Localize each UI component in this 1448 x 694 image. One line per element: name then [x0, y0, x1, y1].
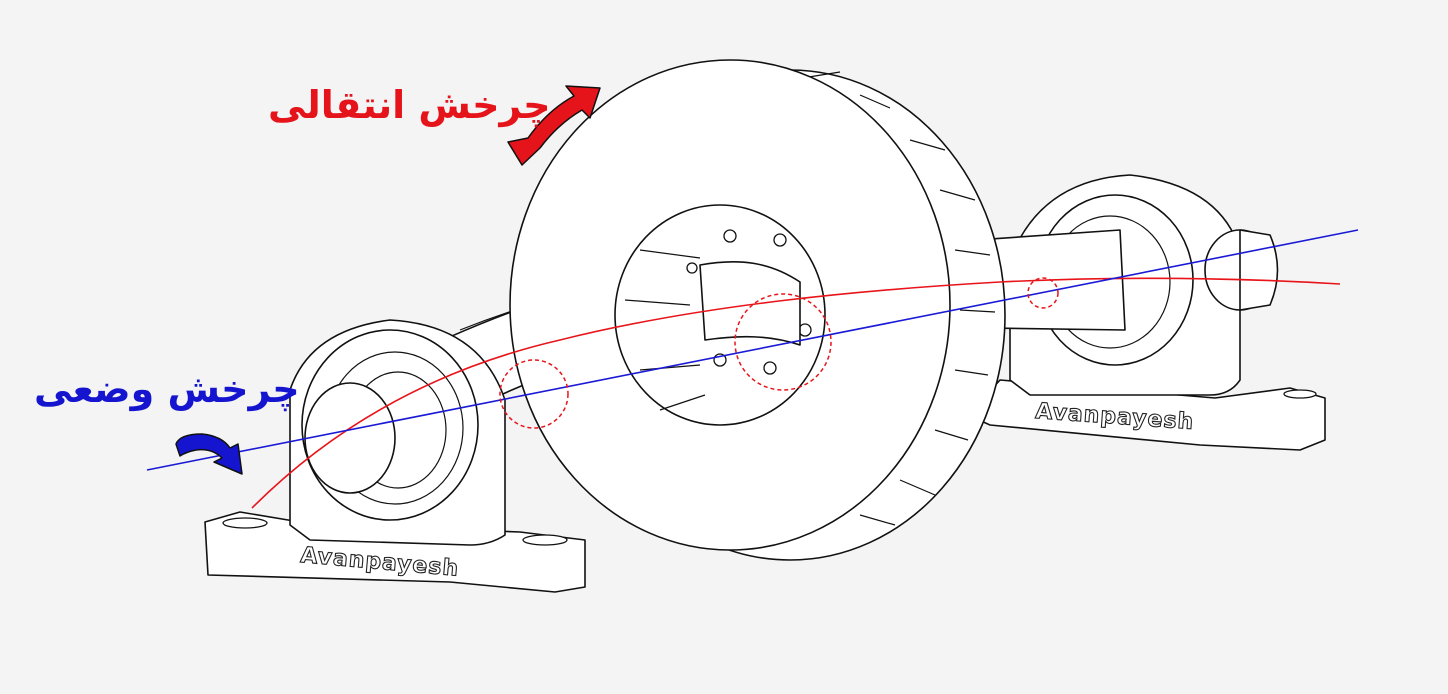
left-bearing: Avanpayesh [204, 319, 586, 593]
left-shaft-end [304, 382, 396, 494]
curved-arrow-icon [175, 433, 243, 475]
contact-zone-hub [734, 293, 832, 391]
rotor-disk [509, 59, 1006, 561]
angular-misalignment-curve [251, 277, 1341, 509]
rotor-blades [789, 71, 996, 526]
contact-zone-right [1027, 277, 1059, 309]
curved-double-arrow-icon [507, 85, 601, 166]
position-rotation-label: چرخش وضعی [34, 367, 300, 411]
parallel-misalignment-axis [146, 229, 1359, 471]
transition-rotation-label: چرخش انتقالی [268, 83, 551, 127]
contact-zone-left [499, 359, 569, 429]
hub-bolts [686, 229, 812, 375]
